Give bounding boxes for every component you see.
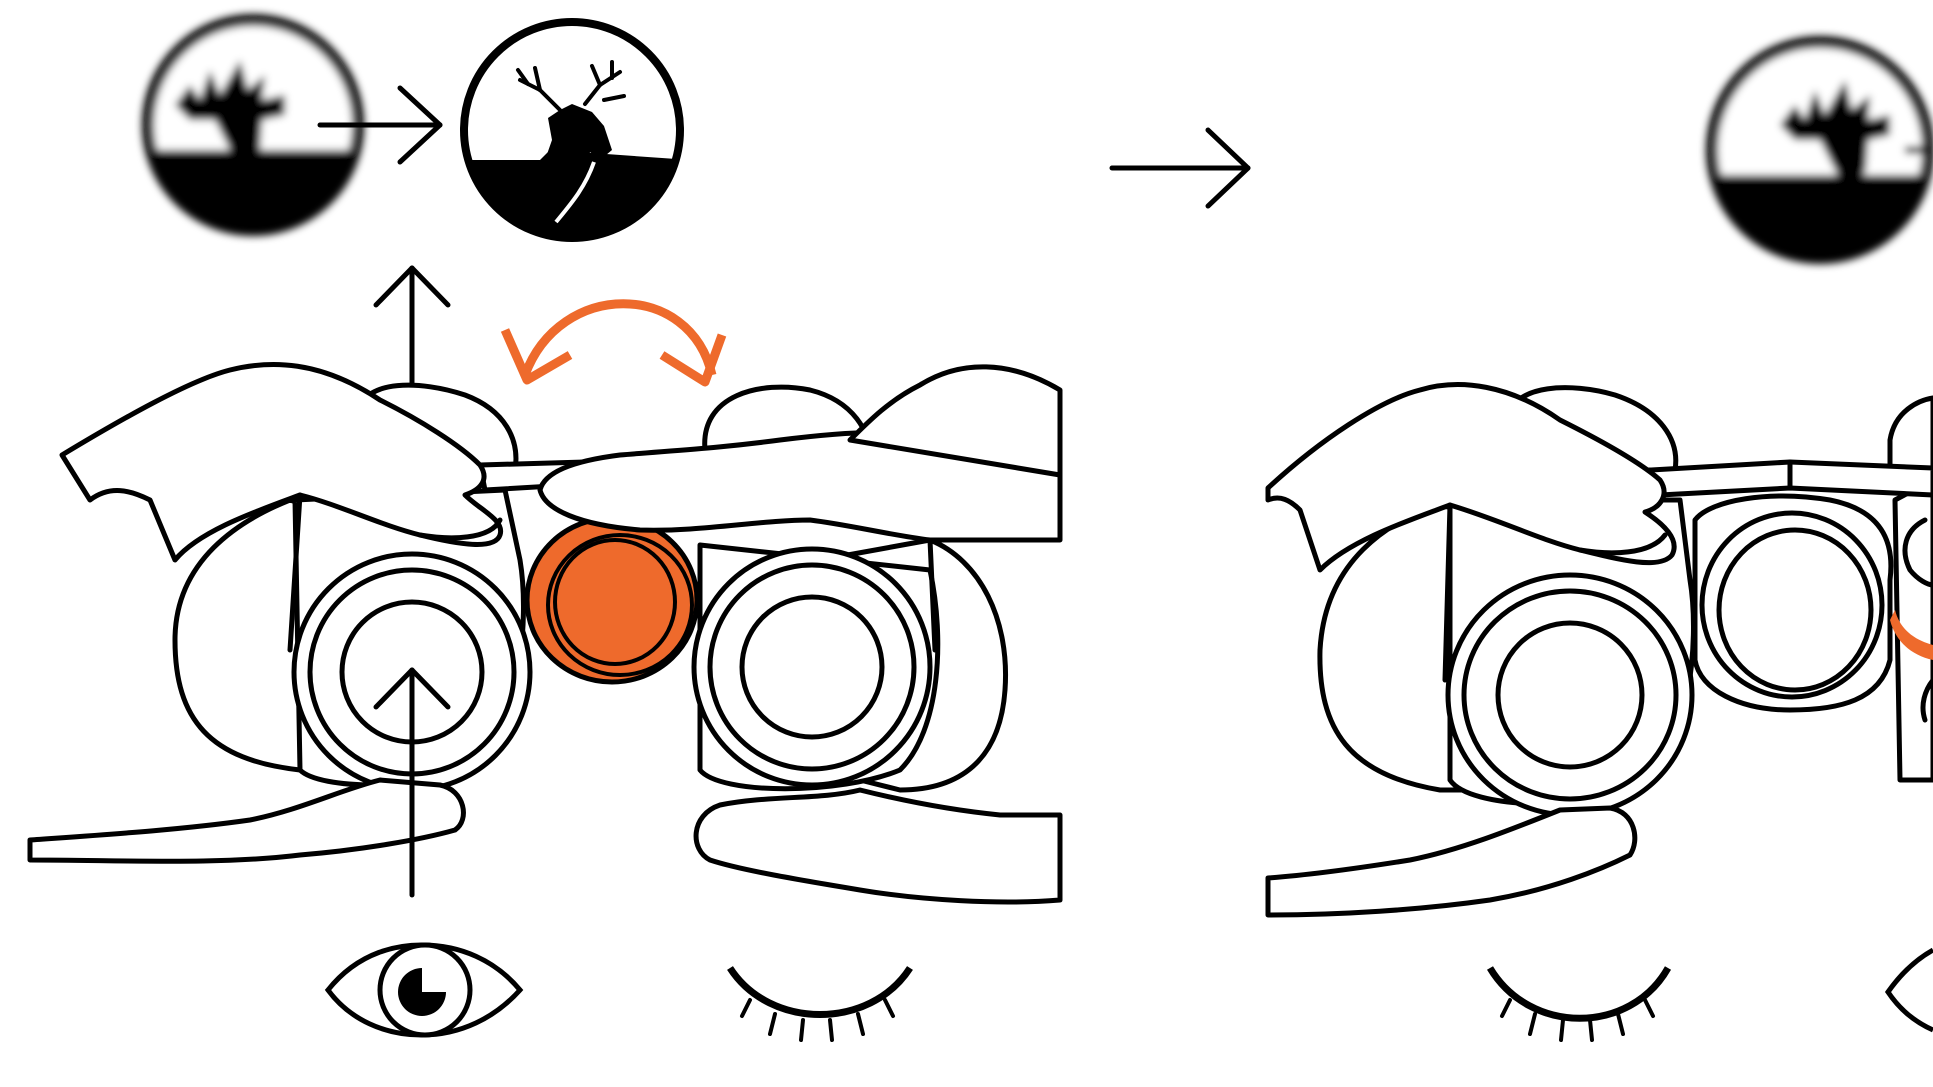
binoculars-icon xyxy=(1265,382,1933,918)
up-arrow-icon xyxy=(373,667,451,898)
deer-blurred-icon xyxy=(1706,36,1933,264)
binoculars-icon xyxy=(27,361,1063,905)
deer-blurred-icon xyxy=(142,14,364,236)
deer-sharp-icon xyxy=(460,18,684,242)
right-arrow-icon xyxy=(317,85,443,165)
step-two-panel xyxy=(1265,36,1933,1042)
focus-wheel xyxy=(524,515,700,685)
closed-eye-icon xyxy=(1486,966,1672,1042)
open-eye-icon xyxy=(324,942,524,1038)
open-eye-icon xyxy=(1884,947,1933,1033)
up-arrow-icon xyxy=(373,265,451,408)
rotate-arrow-icon xyxy=(500,299,727,387)
closed-eye-icon xyxy=(727,966,913,1042)
step-one-panel xyxy=(27,14,1063,1042)
next-step-arrow-icon xyxy=(1109,127,1251,209)
